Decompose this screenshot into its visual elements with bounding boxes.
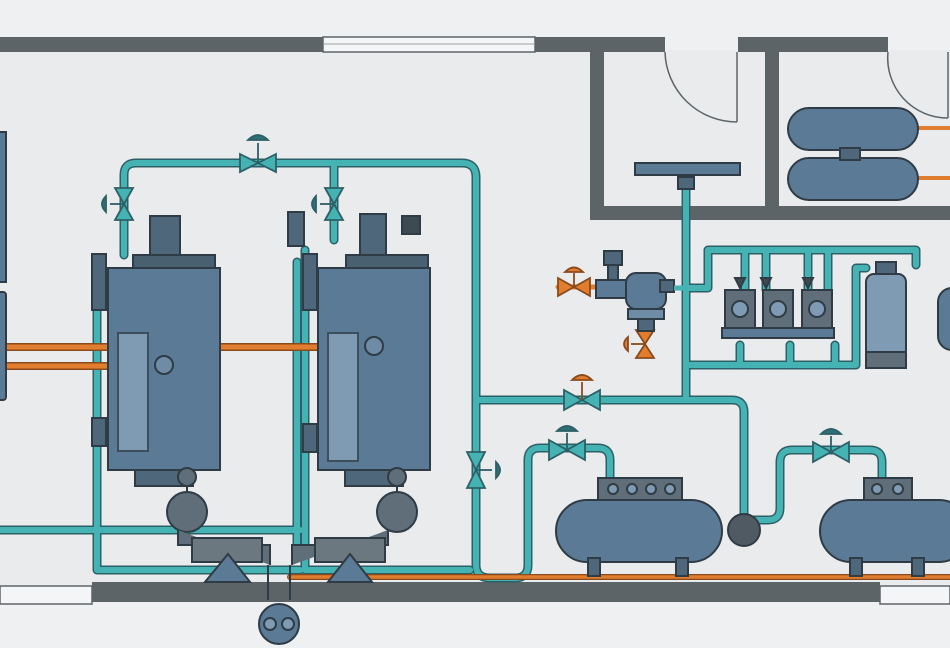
valve-orange-inlet — [557, 266, 591, 298]
storage-tank-lower — [787, 147, 919, 201]
door-arc-1 — [664, 51, 738, 123]
valve-top-main — [239, 134, 277, 174]
valve-right-heater — [311, 187, 345, 221]
circulation-pump-left — [166, 467, 271, 583]
left-edge-panel — [0, 131, 7, 401]
pressure-regulator — [595, 250, 686, 332]
expansion-tank-center — [555, 477, 723, 577]
valve-tank-center — [548, 425, 586, 462]
water-heater-left — [91, 215, 221, 487]
wall-room-bottom — [590, 206, 950, 220]
wall-top-left — [0, 37, 323, 52]
wall-room-divider — [765, 52, 779, 206]
valve-riser — [465, 451, 501, 489]
wall-top-mid — [535, 37, 665, 52]
meter-2 — [759, 277, 794, 329]
valves — [101, 134, 850, 489]
expansion-tank-right — [819, 477, 950, 577]
wall-bottom-left-opening — [0, 585, 93, 605]
wall-room-left — [590, 52, 604, 220]
storage-tank-upper — [787, 107, 919, 151]
wall-bottom-main — [92, 582, 880, 602]
doors — [664, 51, 949, 123]
door-arc-2 — [886, 51, 949, 119]
valve-left-heater — [101, 187, 135, 221]
wall-bottom-right-opening — [879, 585, 950, 605]
meter-1 — [724, 277, 756, 329]
right-edge-equipment — [937, 287, 950, 351]
inline-pump — [727, 513, 761, 547]
circulation-pump-right — [291, 467, 418, 583]
meter-bank — [721, 277, 835, 339]
wall-top-right — [738, 37, 888, 52]
valve-mid-line — [563, 374, 601, 412]
manifold-bar — [634, 162, 741, 190]
valve-tank-right — [812, 428, 850, 464]
meter-3 — [801, 277, 833, 329]
filter-housing — [865, 261, 907, 369]
drain-pump — [258, 565, 300, 645]
valve-orange-drain — [623, 329, 656, 359]
